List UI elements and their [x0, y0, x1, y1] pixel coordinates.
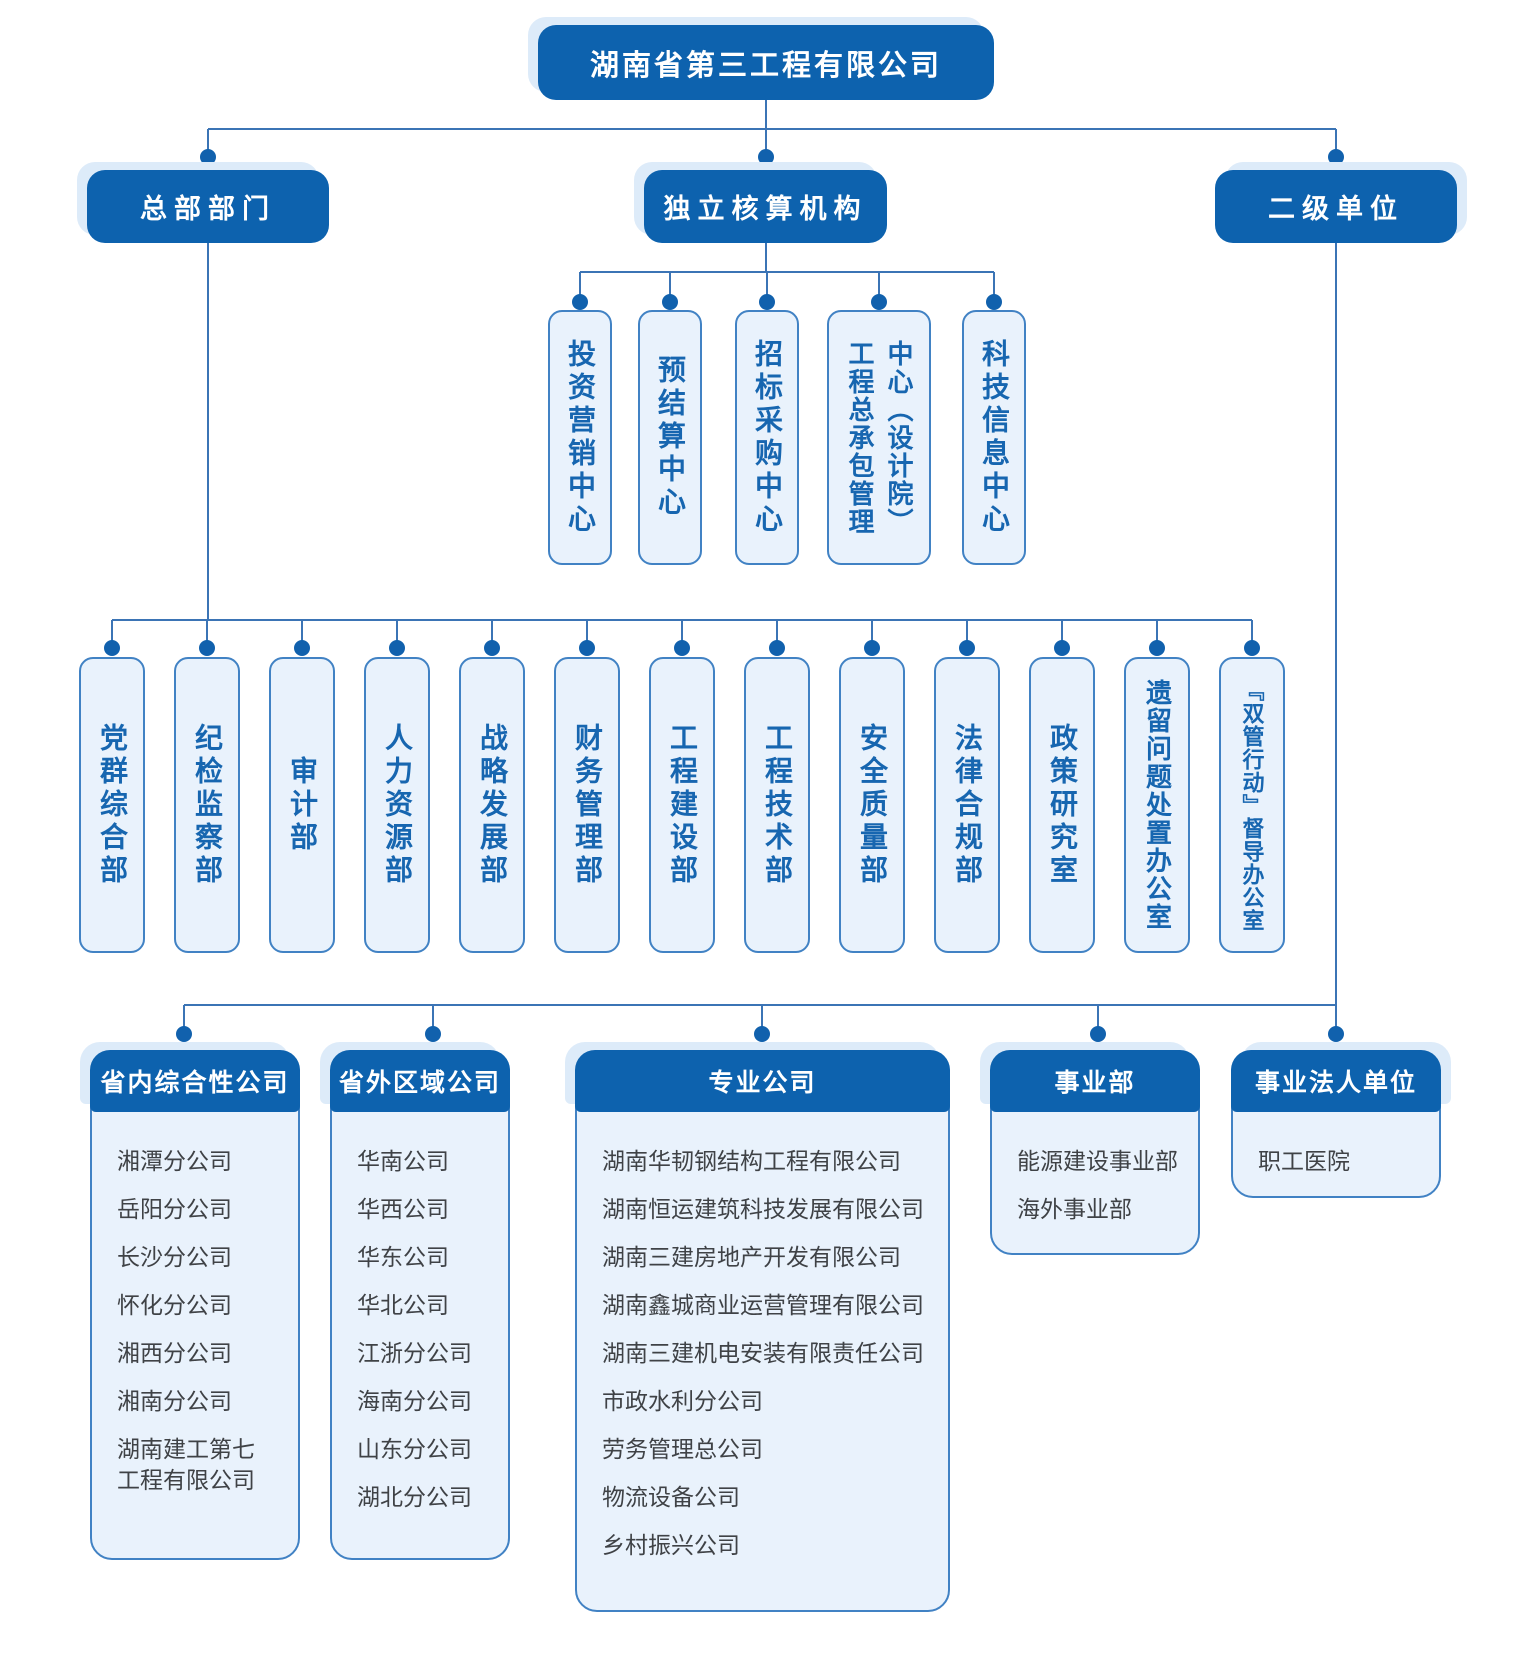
center-epc-management: 工程总承包管理 中心（设计院） [827, 310, 931, 565]
list-item: 湖南建工第七工程有限公司 [117, 1436, 255, 1494]
epc-line-1: 工程总承包管理 [845, 339, 875, 536]
list-item: 湖南恒运建筑科技发展有限公司 [602, 1196, 924, 1223]
dept-finance-management: 财务管理部 [554, 657, 620, 953]
list-item: 华南公司 [357, 1148, 449, 1174]
list-item: 华西公司 [357, 1196, 449, 1223]
branch-secondary-label: 二级单位 [1268, 194, 1404, 224]
dept-discipline-inspection: 纪检监察部 [174, 657, 240, 953]
list-item: 职工医院 [1258, 1148, 1350, 1174]
dept-legacy-issues-office: 遗留问题处置办公室 [1124, 657, 1190, 953]
group-legal-entity-units-title: 事业法人单位 [1231, 1050, 1441, 1112]
list-item: 湖南鑫城商业运营管理有限公司 [602, 1292, 924, 1319]
group-business-divisions-list: 能源建设事业部 海外事业部 [992, 1112, 1198, 1225]
group-provincial-comprehensive: 省内综合性公司 湘潭分公司 岳阳分公司 长沙分公司 怀化分公司 湘西分公司 湘南… [90, 1050, 300, 1560]
dept-engineering-technology: 工程技术部 [744, 657, 810, 953]
root-company-label: 湖南省第三工程有限公司 [589, 49, 942, 82]
list-item: 海南分公司 [357, 1388, 472, 1415]
dept-legal-compliance: 法律合规部 [934, 657, 1000, 953]
group-out-of-province-regional-list: 华南公司 华西公司 华东公司 华北公司 江浙分公司 海南分公司 山东分公司 湖北… [332, 1112, 508, 1513]
list-item: 湖南华韧钢结构工程有限公司 [602, 1148, 901, 1174]
branch-hq-label: 总部部门 [140, 194, 276, 224]
list-item: 华北公司 [357, 1292, 449, 1319]
list-item: 劳务管理总公司 [602, 1436, 763, 1463]
center-sci-tech-info: 科技信息中心 [962, 310, 1026, 565]
group-provincial-comprehensive-list: 湘潭分公司 岳阳分公司 长沙分公司 怀化分公司 湘西分公司 湘南分公司 湖南建工… [92, 1112, 298, 1496]
list-item: 华东公司 [357, 1244, 449, 1271]
list-item: 山东分公司 [357, 1436, 472, 1463]
dept-policy-research: 政策研究室 [1029, 657, 1095, 953]
list-item: 湘潭分公司 [117, 1148, 232, 1174]
root-company-box: 湖南省第三工程有限公司 [538, 25, 994, 100]
group-legal-entity-units: 事业法人单位 职工医院 [1231, 1050, 1441, 1198]
dept-dual-management-office: 『双管行动』督导办公室 [1219, 657, 1285, 953]
branch-independent-label: 独立核算机构 [663, 194, 868, 224]
center-investment-marketing: 投资营销中心 [548, 310, 612, 565]
list-item: 江浙分公司 [357, 1340, 472, 1367]
group-business-divisions: 事业部 能源建设事业部 海外事业部 [990, 1050, 1200, 1255]
list-item: 物流设备公司 [602, 1484, 740, 1511]
dept-human-resources: 人力资源部 [364, 657, 430, 953]
list-item: 长沙分公司 [117, 1244, 232, 1271]
group-specialized-companies-list: 湖南华韧钢结构工程有限公司 湖南恒运建筑科技发展有限公司 湖南三建房地产开发有限… [577, 1112, 948, 1561]
center-bidding-procurement: 招标采购中心 [735, 310, 799, 565]
list-item: 湘南分公司 [117, 1388, 232, 1415]
list-item: 怀化分公司 [117, 1292, 232, 1319]
branch-hq-box: 总部部门 [87, 170, 329, 243]
list-item: 湖南三建房地产开发有限公司 [602, 1244, 901, 1271]
center-budget-settlement: 预结算中心 [638, 310, 702, 565]
branch-secondary-box: 二级单位 [1215, 170, 1457, 243]
group-specialized-companies-title: 专业公司 [575, 1050, 950, 1112]
group-out-of-province-regional-title: 省外区域公司 [330, 1050, 510, 1112]
dept-audit: 审计部 [269, 657, 335, 953]
group-out-of-province-regional: 省外区域公司 华南公司 华西公司 华东公司 华北公司 江浙分公司 海南分公司 山… [330, 1050, 510, 1560]
list-item: 湖北分公司 [357, 1484, 472, 1511]
list-item: 市政水利分公司 [602, 1388, 763, 1415]
dept-party-mass: 党群综合部 [79, 657, 145, 953]
dept-strategy-development: 战略发展部 [459, 657, 525, 953]
list-item: 湘西分公司 [117, 1340, 232, 1367]
list-item: 能源建设事业部 [1017, 1148, 1178, 1174]
epc-line-2: 中心（设计院） [884, 339, 914, 536]
list-item: 海外事业部 [1017, 1196, 1132, 1223]
dept-safety-quality: 安全质量部 [839, 657, 905, 953]
branch-independent-box: 独立核算机构 [644, 170, 887, 243]
group-specialized-companies: 专业公司 湖南华韧钢结构工程有限公司 湖南恒运建筑科技发展有限公司 湖南三建房地… [575, 1050, 950, 1612]
list-item: 岳阳分公司 [117, 1196, 232, 1223]
group-business-divisions-title: 事业部 [990, 1050, 1200, 1112]
list-item: 乡村振兴公司 [602, 1532, 740, 1559]
group-provincial-comprehensive-title: 省内综合性公司 [90, 1050, 300, 1112]
group-legal-entity-units-list: 职工医院 [1233, 1112, 1439, 1177]
list-item: 湖南三建机电安装有限责任公司 [602, 1340, 924, 1367]
dept-engineering-construction: 工程建设部 [649, 657, 715, 953]
